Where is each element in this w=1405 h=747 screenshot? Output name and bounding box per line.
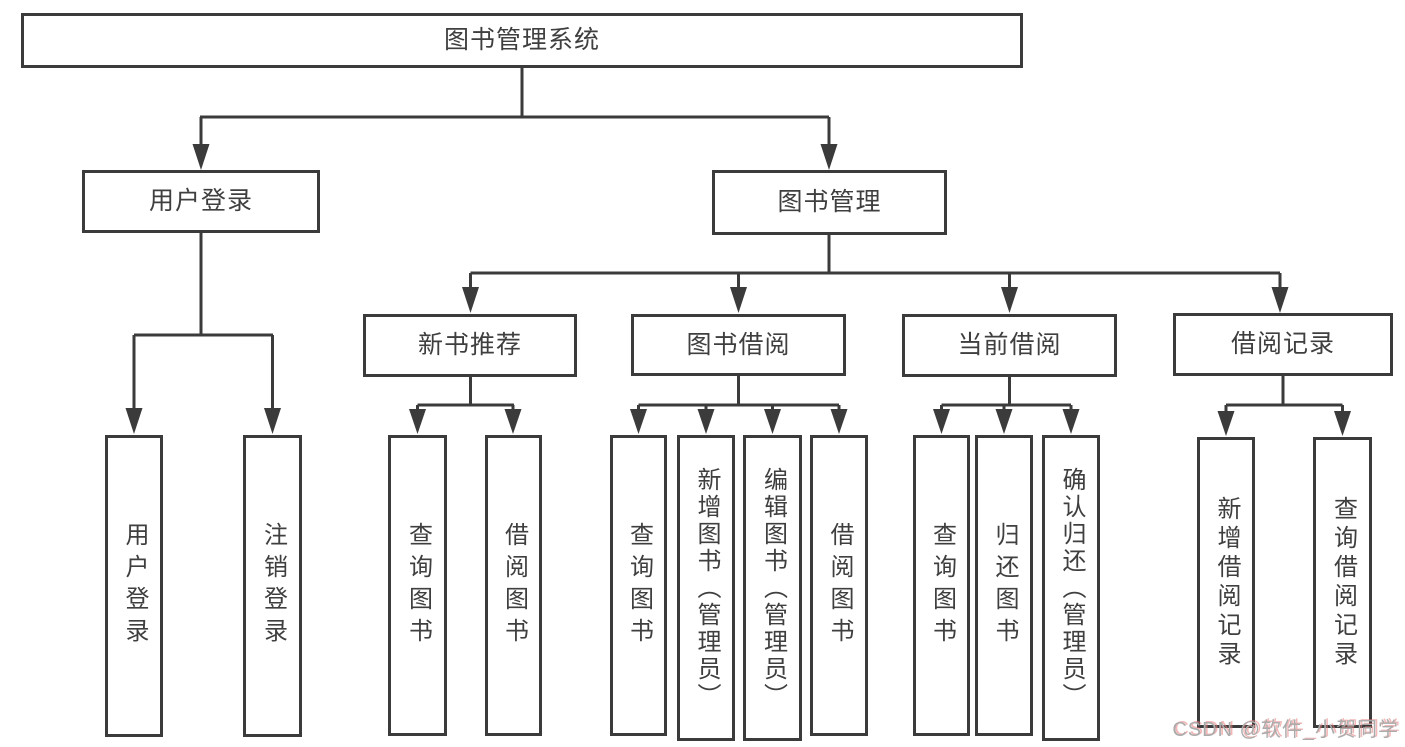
node-root-library-system: 图书管理系统	[21, 13, 1023, 68]
leaf-add-borrow-record: 新增借阅记录	[1197, 437, 1255, 728]
node-book-borrowing: 图书借阅	[631, 314, 846, 376]
node-book-management: 图书管理	[712, 170, 947, 235]
leaf-borrow-books: 借阅图书	[810, 435, 868, 736]
leaf-user-login: 用户登录	[105, 435, 163, 737]
leaf-return-books: 归还图书	[975, 435, 1033, 736]
leaf-confirm-return-admin: 确认归还（管理员）	[1042, 435, 1100, 741]
node-current-borrowing: 当前借阅	[902, 314, 1117, 377]
leaf-query-books: 查询图书	[913, 435, 970, 736]
node-user-login: 用户登录	[82, 170, 320, 233]
node-borrowing-records: 借阅记录	[1173, 313, 1393, 376]
leaf-query-borrow-record: 查询借阅记录	[1313, 437, 1372, 728]
leaf-logout: 注销登录	[243, 435, 302, 737]
leaf-add-books-admin: 新增图书（管理员）	[677, 435, 735, 741]
leaf-query-books: 查询图书	[388, 435, 447, 736]
node-new-book-recommend: 新书推荐	[363, 314, 577, 377]
leaf-query-books: 查询图书	[610, 435, 667, 736]
csdn-watermark: CSDN @软件_小贺同学	[1172, 719, 1399, 741]
leaf-borrow-books: 借阅图书	[485, 435, 542, 736]
leaf-edit-books-admin: 编辑图书（管理员）	[743, 435, 802, 741]
